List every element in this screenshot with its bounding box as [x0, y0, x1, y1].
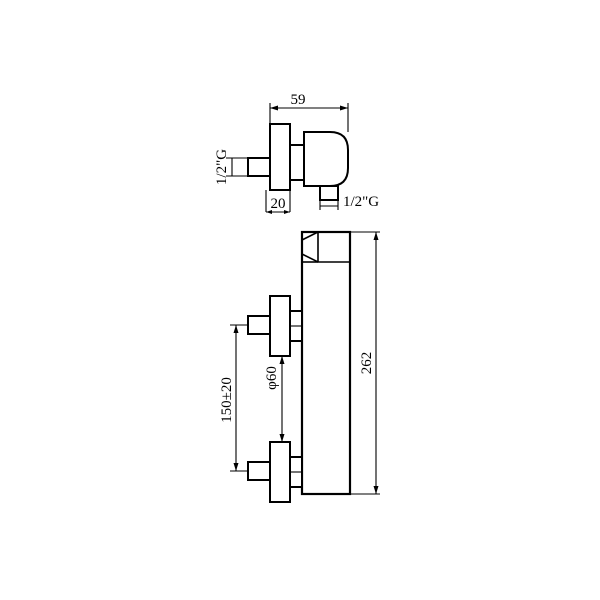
dim-59-arrow-left: [270, 105, 278, 111]
dim-59-label: 59: [291, 92, 306, 108]
dim-59-arrow-right: [340, 105, 348, 111]
dim-20-arrow-left: [266, 210, 272, 214]
dim-262-arrow-bottom: [373, 486, 379, 494]
lower-inlet-stub: [247, 461, 271, 481]
front-view: 150±20 φ60 262: [219, 230, 380, 503]
dim-150-arrow-bottom: [233, 463, 239, 471]
dim-60-arrow-bottom: [279, 434, 285, 442]
upper-inlet-flange: [269, 295, 291, 357]
upper-inlet-stub: [247, 315, 271, 335]
upper-inlet: [247, 295, 303, 357]
dim-60-arrow-top: [279, 356, 285, 364]
lower-inlet-flange: [269, 441, 291, 503]
dim-20-label: 20: [271, 196, 286, 212]
dim-150-arrow-top: [233, 325, 239, 333]
dim-60-label: φ60: [264, 366, 280, 390]
dim-262-arrow-top: [373, 232, 379, 240]
top-view-wall-flange: [269, 123, 291, 191]
front-view-body: [300, 230, 352, 496]
top-view: 59 20 1/2"G 1/2"G: [214, 92, 379, 214]
dim-outlet-thread-label: 1/2"G: [343, 194, 379, 210]
dim-inlet-thread-label: 1/2"G: [214, 149, 230, 185]
top-view-body: [303, 131, 349, 187]
front-view-cap: [301, 231, 350, 263]
top-view-inlet-stub: [247, 157, 271, 177]
dim-150-label: 150±20: [219, 377, 235, 423]
dim-20-arrow-right: [284, 210, 290, 214]
top-view-outlet-stub: [319, 185, 339, 201]
lower-inlet: [247, 441, 303, 503]
top-view-nut: [289, 144, 305, 181]
dim-262-label: 262: [359, 352, 375, 375]
